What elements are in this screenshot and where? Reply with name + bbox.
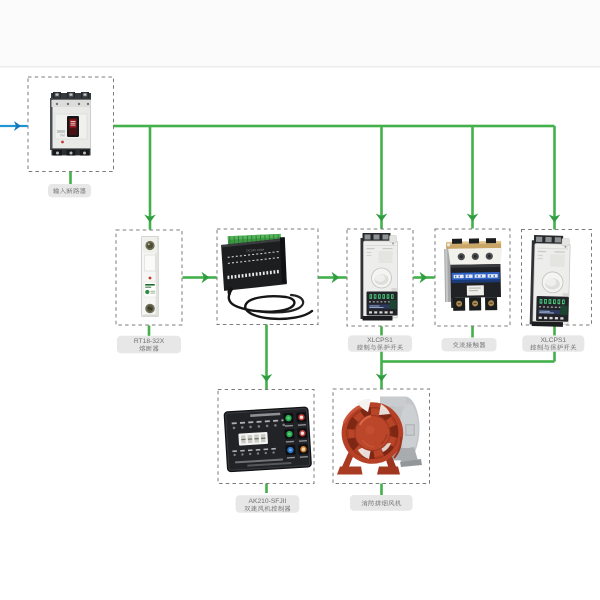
svg-text:AK210-SFJII: AK210-SFJII (249, 498, 287, 505)
svg-text:XLCPS1: XLCPS1 (540, 337, 566, 344)
svg-text:XM: XM (60, 134, 65, 138)
svg-text:DC24V COM: DC24V COM (246, 248, 264, 253)
svg-text:RT18-32X: RT18-32X (134, 338, 165, 345)
svg-text:XLCPS1: XLCPS1 (367, 337, 393, 344)
